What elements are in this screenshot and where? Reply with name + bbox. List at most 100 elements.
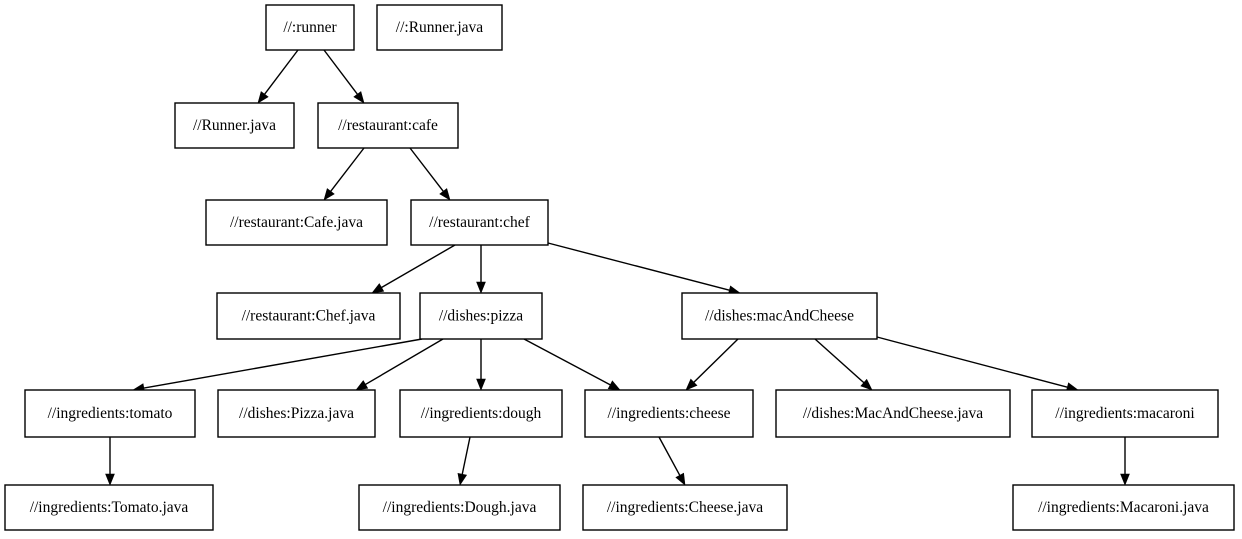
graph-node-restaurant-chef[interactable]: //restaurant:chef bbox=[410, 199, 549, 246]
edge-layer bbox=[105, 49, 1130, 486]
edge-arrowhead-icon bbox=[457, 472, 468, 486]
graph-edge bbox=[1120, 437, 1130, 486]
edge-line bbox=[330, 147, 365, 192]
edge-line bbox=[365, 338, 444, 386]
node-label: //ingredients:cheese bbox=[607, 405, 730, 422]
graph-node-dishes-macandcheese-java[interactable]: //dishes:MacAndCheese.java bbox=[775, 389, 1011, 438]
graph-node-restaurant-cafe-java[interactable]: //restaurant:Cafe.java bbox=[205, 199, 388, 246]
node-box[interactable] bbox=[582, 484, 788, 531]
node-label: //ingredients:Tomato.java bbox=[30, 499, 189, 516]
node-box[interactable] bbox=[584, 389, 754, 438]
graph-edge bbox=[523, 338, 621, 391]
edge-arrowhead-icon bbox=[607, 380, 621, 391]
node-label: //ingredients:dough bbox=[421, 405, 542, 422]
edge-arrowhead-icon bbox=[1120, 473, 1130, 486]
graph-edge bbox=[323, 49, 365, 104]
node-label: //restaurant:Chef.java bbox=[242, 308, 376, 325]
graph-edge bbox=[658, 436, 686, 486]
graph-node-ingredients-dough[interactable]: //ingredients:dough bbox=[399, 389, 563, 438]
edge-line bbox=[876, 336, 1068, 388]
graph-node-ingredients-macaroni-java[interactable]: //ingredients:Macaroni.java bbox=[1012, 484, 1235, 531]
node-box[interactable] bbox=[174, 102, 295, 149]
graph-node-dishes-pizza-java[interactable]: //dishes:Pizza.java bbox=[217, 389, 376, 438]
node-label: //ingredients:Cheese.java bbox=[607, 499, 763, 516]
node-box[interactable] bbox=[410, 199, 549, 246]
node-box[interactable] bbox=[24, 389, 196, 438]
edge-arrowhead-icon bbox=[353, 91, 365, 104]
node-label: //ingredients:tomato bbox=[48, 405, 173, 422]
graph-edge bbox=[476, 245, 486, 294]
graph-node-ingredients-macaroni[interactable]: //ingredients:macaroni bbox=[1031, 389, 1219, 438]
graph-edge bbox=[409, 147, 451, 201]
edge-line bbox=[264, 49, 299, 95]
graph-edge bbox=[371, 244, 456, 294]
graph-edge bbox=[814, 338, 873, 391]
node-box[interactable] bbox=[265, 4, 355, 51]
node-label: //:Runner.java bbox=[396, 19, 484, 36]
graph-node-dishes-macandcheese[interactable]: //dishes:macAndCheese bbox=[681, 292, 878, 340]
edge-line bbox=[523, 338, 611, 386]
edge-line bbox=[323, 49, 358, 95]
node-box[interactable] bbox=[399, 389, 563, 438]
edge-arrowhead-icon bbox=[675, 472, 686, 486]
edge-arrowhead-icon bbox=[860, 378, 873, 391]
edge-line bbox=[381, 244, 456, 289]
node-label: //dishes:pizza bbox=[439, 308, 523, 325]
node-box[interactable] bbox=[216, 292, 401, 340]
node-box[interactable] bbox=[376, 4, 503, 51]
node-box[interactable] bbox=[1031, 389, 1219, 438]
node-box[interactable] bbox=[681, 292, 878, 340]
node-box[interactable] bbox=[358, 484, 561, 531]
graph-node-ingredients-tomato-java[interactable]: //ingredients:Tomato.java bbox=[4, 484, 214, 531]
graph-node-ingredients-tomato[interactable]: //ingredients:tomato bbox=[24, 389, 196, 438]
edge-arrowhead-icon bbox=[105, 473, 115, 486]
graph-edge bbox=[476, 339, 486, 391]
edge-line bbox=[547, 242, 730, 291]
graph-node-restaurant-chef-java[interactable]: //restaurant:Chef.java bbox=[216, 292, 401, 340]
edge-line bbox=[461, 436, 471, 475]
edge-arrowhead-icon bbox=[685, 378, 698, 391]
node-label: //Runner.java bbox=[193, 117, 276, 134]
edge-arrowhead-icon bbox=[439, 188, 451, 201]
edge-line bbox=[693, 338, 739, 383]
edge-arrowhead-icon bbox=[476, 281, 486, 294]
graph-node-restaurant-cafe[interactable]: //restaurant:cafe bbox=[317, 102, 459, 149]
edge-arrowhead-icon bbox=[257, 91, 269, 104]
graph-node-runner-java[interactable]: //Runner.java bbox=[174, 102, 295, 149]
node-label: //ingredients:macaroni bbox=[1055, 405, 1195, 422]
graph-node-ingredients-cheese-java[interactable]: //ingredients:Cheese.java bbox=[582, 484, 788, 531]
edge-line bbox=[409, 147, 444, 192]
edge-line bbox=[143, 338, 423, 389]
graph-node-runner-target[interactable]: //:runner bbox=[265, 4, 355, 51]
graph-edge bbox=[547, 242, 741, 295]
node-label: //restaurant:cafe bbox=[338, 117, 438, 134]
node-label: //:runner bbox=[283, 19, 337, 36]
edge-arrowhead-icon bbox=[355, 380, 369, 391]
graph-edge bbox=[355, 338, 444, 391]
node-box[interactable] bbox=[1012, 484, 1235, 531]
node-box[interactable] bbox=[205, 199, 388, 246]
node-box[interactable] bbox=[775, 389, 1011, 438]
graph-node-ingredients-dough-java[interactable]: //ingredients:Dough.java bbox=[358, 484, 561, 531]
graph-node-dishes-pizza[interactable]: //dishes:pizza bbox=[419, 292, 543, 340]
graph-node-ingredients-cheese[interactable]: //ingredients:cheese bbox=[584, 389, 754, 438]
node-label: //restaurant:chef bbox=[429, 214, 531, 231]
node-layer: //:runner //:Runner.java //Runner.java //re… bbox=[4, 4, 1235, 531]
node-label: //ingredients:Macaroni.java bbox=[1038, 499, 1209, 516]
edge-line bbox=[658, 436, 681, 476]
node-label: //ingredients:Dough.java bbox=[383, 499, 537, 516]
graph-edge bbox=[685, 338, 739, 391]
edge-arrowhead-icon bbox=[476, 378, 486, 391]
node-box[interactable] bbox=[317, 102, 459, 149]
graph-edge bbox=[257, 49, 299, 104]
node-box[interactable] bbox=[419, 292, 543, 340]
node-label: //dishes:Pizza.java bbox=[239, 405, 354, 422]
graph-edge bbox=[876, 336, 1079, 392]
graph-node-runner-java-root[interactable]: //:Runner.java bbox=[376, 4, 503, 51]
graph-edge bbox=[132, 338, 423, 393]
node-box[interactable] bbox=[4, 484, 214, 531]
node-label: //dishes:macAndCheese bbox=[705, 308, 854, 325]
node-box[interactable] bbox=[217, 389, 376, 438]
